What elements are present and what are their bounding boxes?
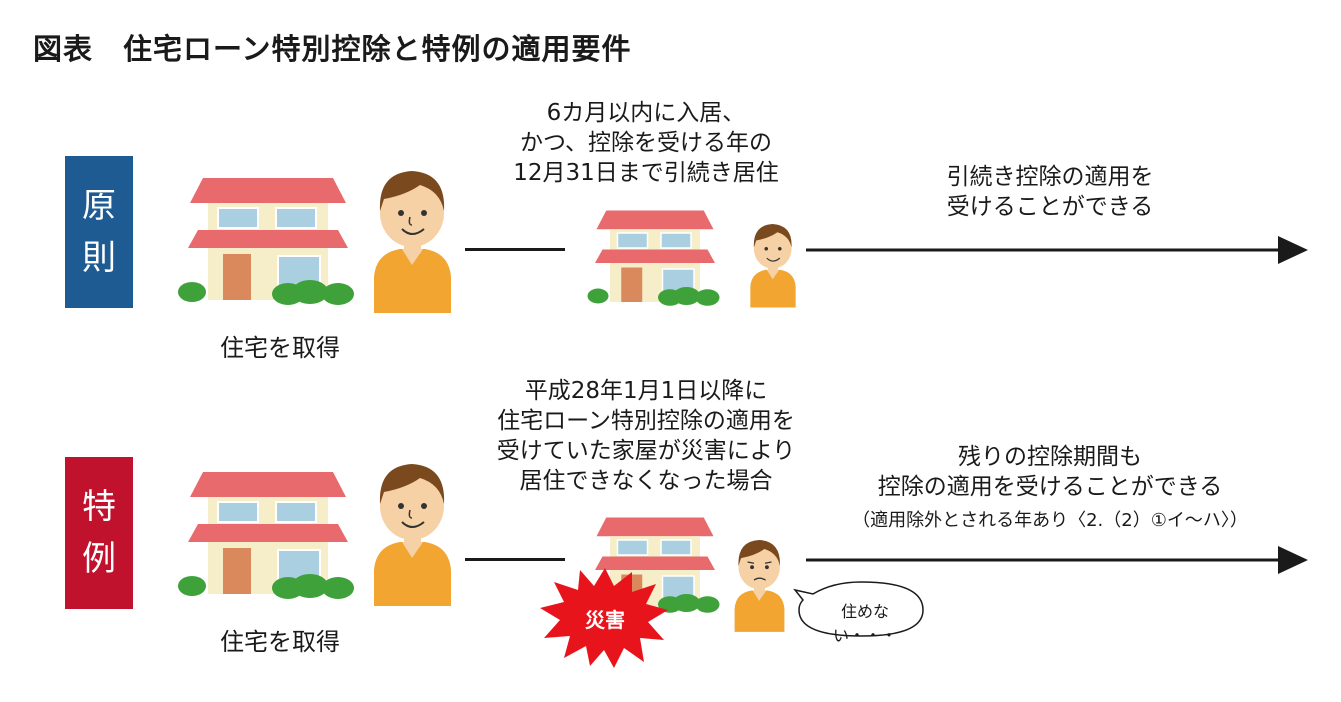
acquire-caption: 住宅を取得 bbox=[220, 334, 340, 362]
smiling-person-icon bbox=[374, 171, 451, 313]
house-icon bbox=[587, 210, 720, 306]
sad-person-icon bbox=[734, 540, 785, 632]
page-title: 図表 住宅ローン特別控除と特例の適用要件 bbox=[33, 32, 632, 66]
arrow-right-icon bbox=[806, 546, 1308, 574]
condition-line: 住宅ローン特別控除の適用を bbox=[497, 408, 795, 434]
result-line: 残りの控除期間も bbox=[958, 444, 1142, 470]
condition-line: 6カ月以内に入居、 bbox=[546, 100, 746, 126]
speech-bubble-icon bbox=[793, 581, 924, 637]
timeline-segment bbox=[465, 558, 565, 561]
result-line: 受けることができる bbox=[946, 194, 1154, 220]
row-label-exception: 特 例 bbox=[65, 457, 133, 609]
disaster-label: 災害 bbox=[585, 608, 625, 632]
result-note: （適用除外とされる年あり〈2.（2）①イ～ハ〉） bbox=[852, 510, 1248, 531]
house-icon bbox=[178, 178, 354, 305]
row-label-principle: 原 則 bbox=[65, 156, 133, 308]
disaster-burst-icon bbox=[540, 568, 668, 668]
smiling-person-icon bbox=[750, 224, 796, 308]
condition-line: かつ、控除を受ける年の bbox=[519, 130, 773, 156]
row-label-char: 例 bbox=[82, 539, 116, 579]
acquire-caption: 住宅を取得 bbox=[220, 628, 340, 656]
row-label-char: 則 bbox=[82, 238, 116, 278]
condition-text: 平成28年1月1日以降に 住宅ローン特別控除の適用を 受けていた家屋が災害により… bbox=[466, 376, 826, 496]
house-icon bbox=[178, 472, 354, 599]
arrow-right-icon bbox=[806, 236, 1308, 264]
result-text: 残りの控除期間も 控除の適用を受けることができる bbox=[840, 442, 1260, 502]
result-text: 引続き控除の適用を 受けることができる bbox=[880, 162, 1220, 222]
condition-line: 平成28年1月1日以降に bbox=[524, 378, 768, 404]
timeline-segment bbox=[465, 248, 565, 251]
condition-text: 6カ月以内に入居、 かつ、控除を受ける年の 12月31日まで引続き居住 bbox=[486, 98, 806, 188]
speech-text: 住めない・・・ bbox=[832, 602, 897, 645]
result-line: 引続き控除の適用を bbox=[946, 164, 1154, 190]
condition-line: 受けていた家屋が災害により bbox=[496, 438, 796, 464]
row-label-char: 特 bbox=[82, 487, 116, 527]
smiling-person-icon bbox=[374, 464, 451, 606]
result-line: 控除の適用を受けることができる bbox=[877, 474, 1223, 500]
condition-line: 12月31日まで引続き居住 bbox=[513, 160, 779, 186]
condition-line: 居住できなくなった場合 bbox=[519, 468, 773, 494]
row-label-char: 原 bbox=[82, 186, 116, 226]
